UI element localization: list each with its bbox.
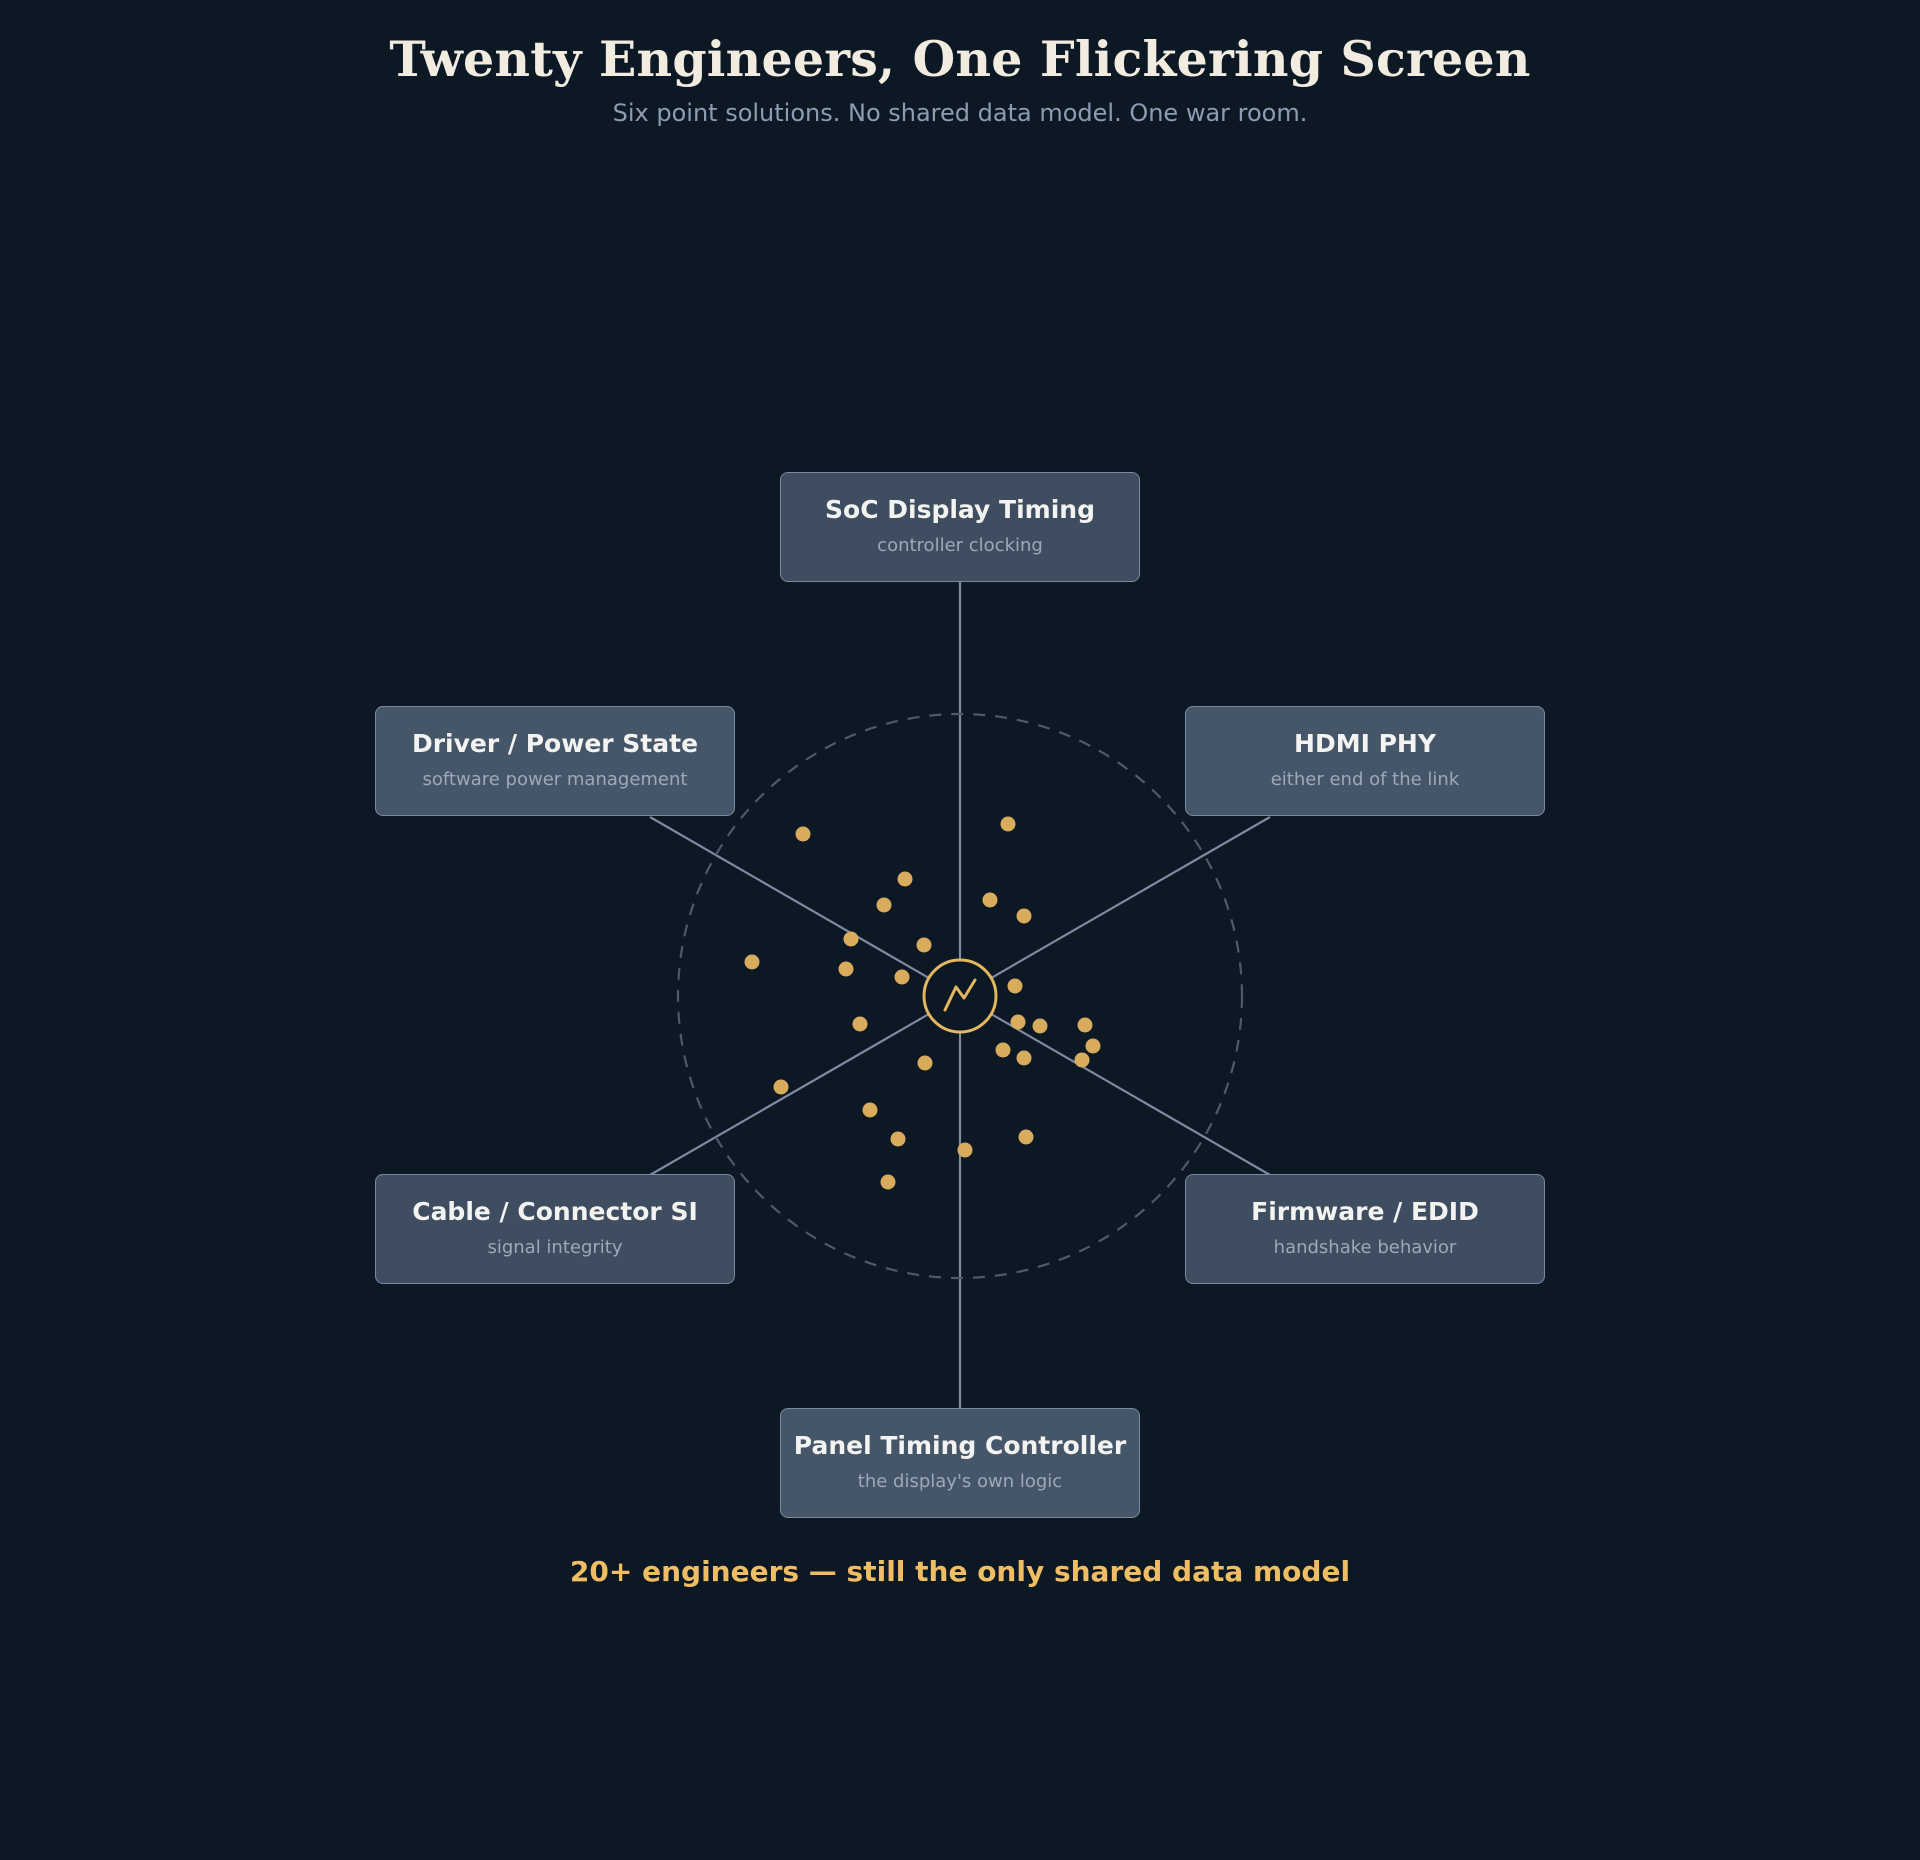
footer-caption: 20+ engineers — still the only shared da… [569, 1555, 1351, 1588]
page-subtitle: Six point solutions. No shared data mode… [612, 99, 1308, 127]
engineer-dot [1085, 1038, 1101, 1054]
node-title: SoC Display Timing [825, 495, 1095, 524]
engineer-dot [890, 1131, 906, 1147]
node-subtitle: signal integrity [487, 1237, 623, 1258]
engineer-dot [916, 937, 932, 953]
engineer-dot [897, 871, 913, 887]
node-subtitle: software power management [422, 769, 688, 790]
engineer-dot [957, 1142, 973, 1158]
engineer-dot [1032, 1018, 1048, 1034]
node-subtitle: controller clocking [877, 535, 1043, 556]
engineer-dot [1018, 1129, 1034, 1145]
node-title: Firmware / EDID [1251, 1197, 1479, 1226]
node-hdmi-phy: HDMI PHY either end of the link [1185, 706, 1545, 816]
engineer-dot [894, 969, 910, 985]
node-cable-connector-si: Cable / Connector SI signal integrity [375, 1174, 735, 1284]
engineer-dot [838, 961, 854, 977]
node-subtitle: the display's own logic [857, 1471, 1063, 1492]
spoke-hdmi-phy [959, 816, 1271, 997]
flicker-zigzag-icon [943, 978, 977, 1012]
node-subtitle: either end of the link [1270, 769, 1460, 790]
engineer-dot [876, 897, 892, 913]
engineer-dot [1074, 1052, 1090, 1068]
spoke-firmware-edid [959, 995, 1271, 1176]
engineer-dot [862, 1102, 878, 1118]
war-room-boundary [676, 712, 1244, 1280]
engineer-dot [843, 931, 859, 947]
engineer-dot [917, 1055, 933, 1071]
engineer-dots [744, 816, 1101, 1190]
engineer-dot [1016, 908, 1032, 924]
spoke-driver-power-state [649, 816, 961, 997]
node-title: Cable / Connector SI [412, 1197, 698, 1226]
engineer-dot [1016, 1050, 1032, 1066]
node-panel-timing-controller: Panel Timing Controller the display's ow… [780, 1408, 1140, 1518]
engineer-dot [995, 1042, 1011, 1058]
engineer-dot [795, 826, 811, 842]
page-title: Twenty Engineers, One Flickering Screen [389, 30, 1531, 88]
flicker-hub [922, 958, 998, 1034]
node-driver-power-state: Driver / Power State software power mana… [375, 706, 735, 816]
node-subtitle: handshake behavior [1273, 1237, 1457, 1258]
hub-ring [922, 958, 998, 1034]
engineer-dot [852, 1016, 868, 1032]
node-title: HDMI PHY [1294, 729, 1436, 758]
node-title: Panel Timing Controller [793, 1431, 1127, 1460]
node-firmware-edid: Firmware / EDID handshake behavior [1185, 1174, 1545, 1284]
engineer-dot [1000, 816, 1016, 832]
engineer-dot [1007, 978, 1023, 994]
engineer-dot [744, 954, 760, 970]
engineer-dot [1010, 1014, 1026, 1030]
engineer-dot [773, 1079, 789, 1095]
spokes [649, 582, 1271, 1410]
spoke-cable-connector-si [649, 995, 961, 1176]
engineer-dot [1077, 1017, 1093, 1033]
engineer-dot [880, 1174, 896, 1190]
node-title: Driver / Power State [411, 729, 699, 758]
node-soc-display-timing: SoC Display Timing controller clocking [780, 472, 1140, 582]
engineer-dot [982, 892, 998, 908]
